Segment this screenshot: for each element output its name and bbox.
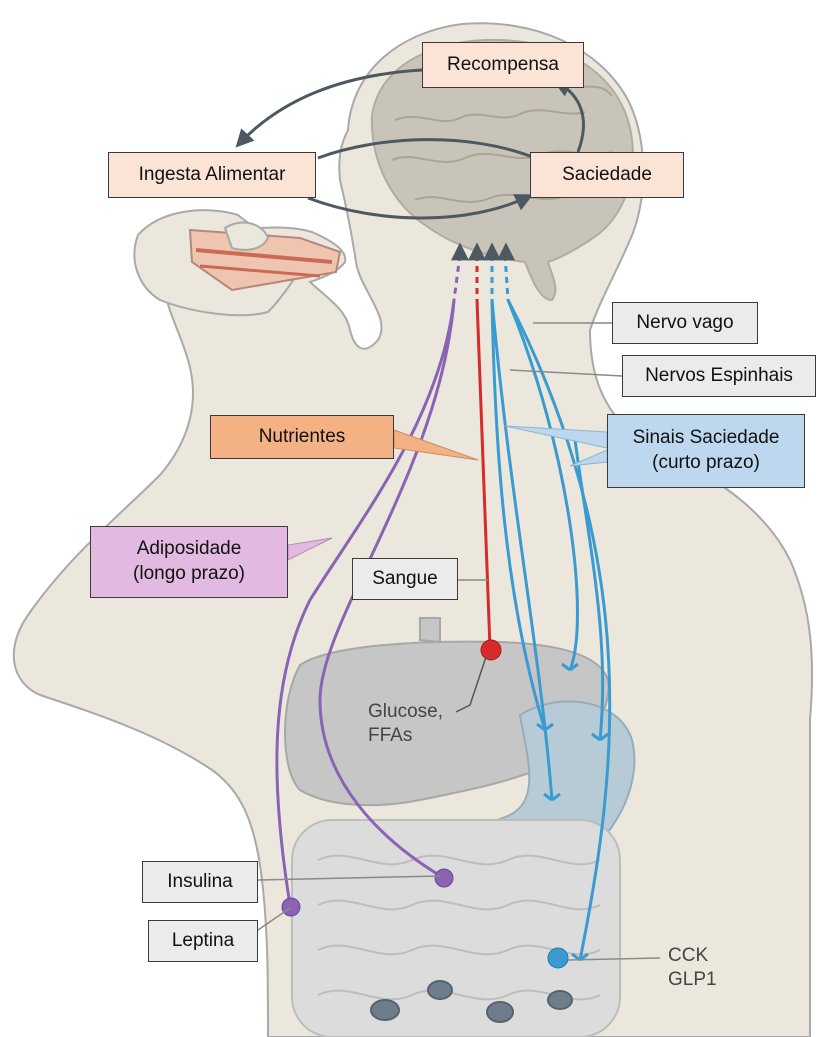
insulina-marker [435,869,453,887]
nervos-espinhais-label: Nervos Espinhais [645,364,793,389]
cck-glp1-text: CCK GLP1 [668,944,717,992]
sangue-box: Sangue [352,558,458,600]
sinais-saciedade-box: Sinais Saciedade (curto prazo) [607,414,805,488]
nutrientes-label: Nutrientes [259,425,346,450]
ingesta-label: Ingesta Alimentar [139,163,286,188]
gallbladder [420,618,440,642]
insulina-label: Insulina [167,870,233,895]
nutrientes-box: Nutrientes [210,415,394,459]
glucose-marker [481,640,501,660]
intestines [292,820,620,1037]
ingesta-box: Ingesta Alimentar [108,152,316,198]
leptina-label: Leptina [172,929,234,954]
nervo-vago-label: Nervo vago [636,311,733,336]
recompensa-box: Recompensa [422,42,584,88]
nervos-espinhais-box: Nervos Espinhais [622,355,816,397]
leptina-box: Leptina [148,920,258,962]
nervo-vago-box: Nervo vago [612,302,758,344]
sinais-saciedade-label: Sinais Saciedade (curto prazo) [633,426,780,475]
cck-glp1-marker [548,948,568,968]
saciedade-label: Saciedade [562,163,652,188]
saciedade-box: Saciedade [530,152,684,198]
sangue-label: Sangue [372,567,438,592]
adiposidade-box: Adiposidade (longo prazo) [90,526,288,598]
recompensa-label: Recompensa [447,53,559,78]
leptina-marker [282,898,300,916]
glucose-ffas-text: Glucose, FFAs [368,700,443,748]
adiposidade-label: Adiposidade (longo prazo) [133,537,245,586]
insulina-box: Insulina [142,861,258,903]
